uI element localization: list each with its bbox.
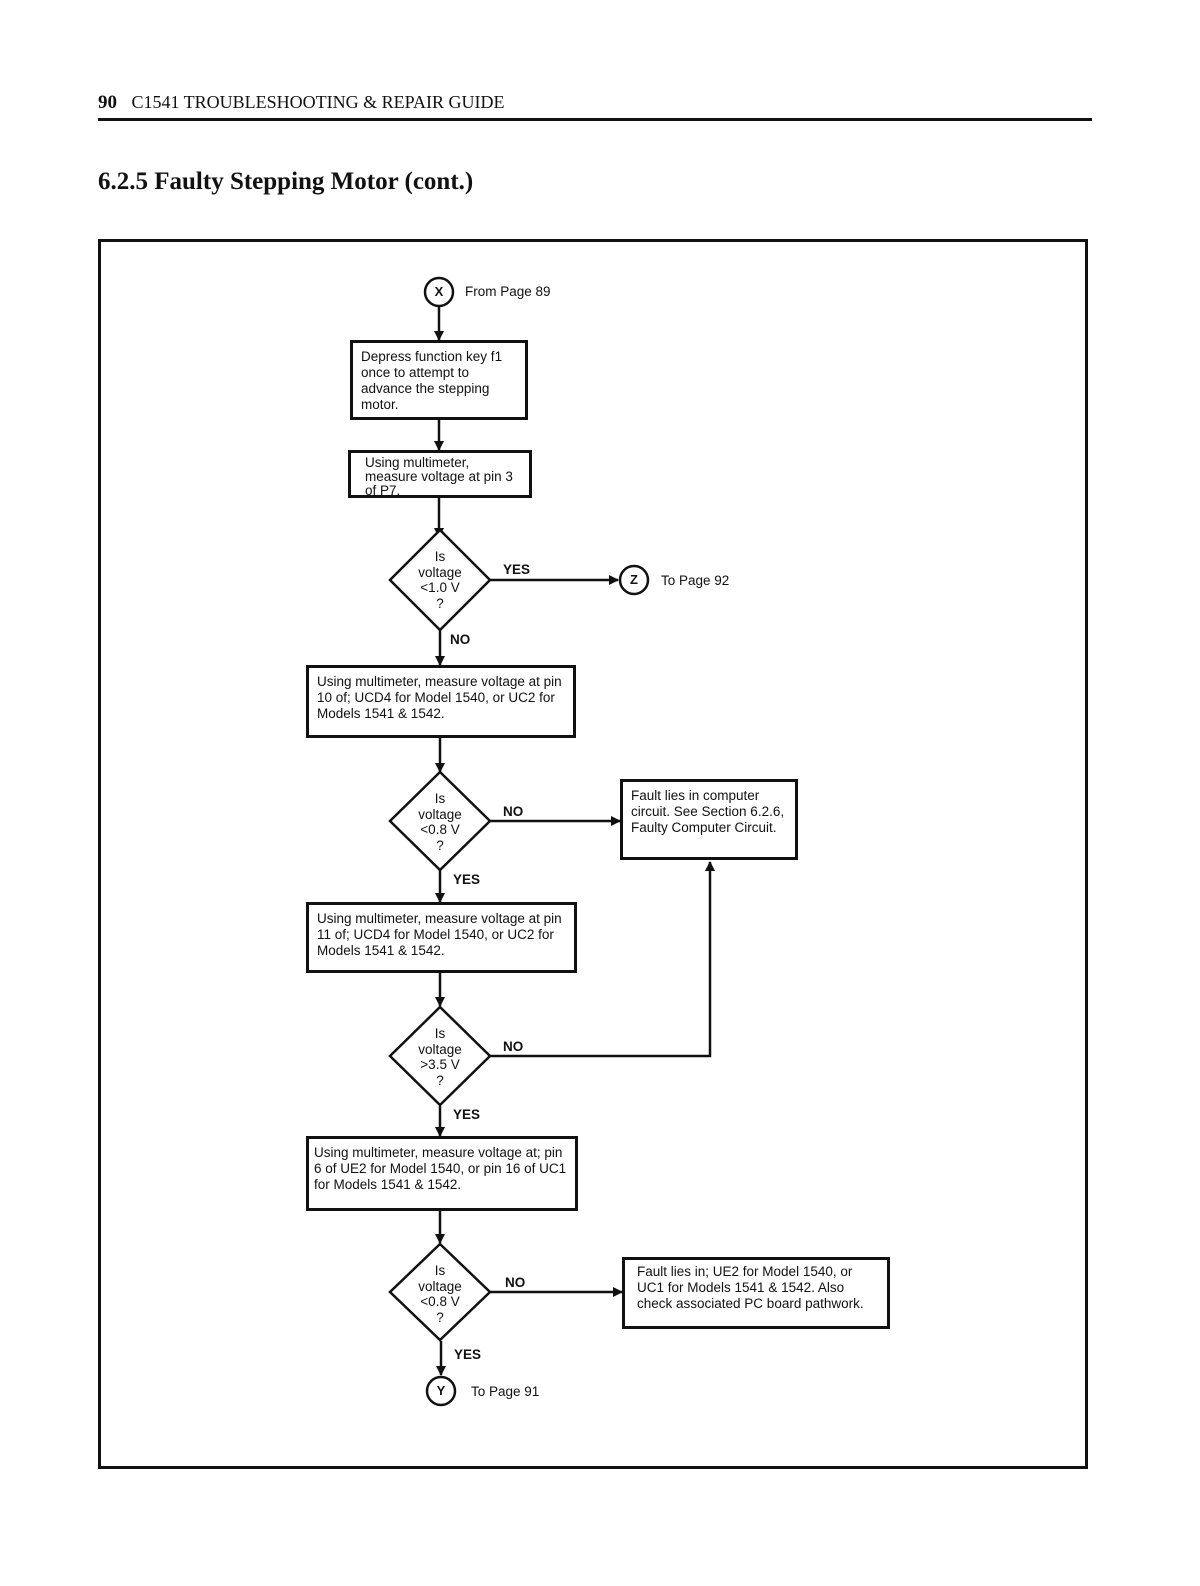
d3-no-label: NO (503, 1039, 524, 1054)
step-measure-pin11: Using multimeter, measure voltage at pin… (306, 902, 577, 973)
from-page-label: From Page 89 (465, 284, 551, 299)
decision-1-text: Is voltage <1.0 V ? (418, 549, 462, 611)
header-title: C1541 TROUBLESHOOTING & REPAIR GUIDE (131, 92, 505, 112)
decision-diamond-2 (388, 770, 492, 872)
fault-computer-circuit: Fault lies in computer circuit. See Sect… (620, 779, 798, 860)
page-header: 90 C1541 TROUBLESHOOTING & REPAIR GUIDE (98, 92, 1092, 121)
page-number: 90 (98, 92, 117, 113)
to-page-91-label: To Page 91 (471, 1384, 540, 1399)
decision-4-text: Is voltage <0.8 V ? (418, 1263, 462, 1325)
decision-diamond-4 (388, 1242, 492, 1342)
decision-3-text: Is voltage >3.5 V ? (418, 1026, 462, 1088)
fault-ue2-uc1: Fault lies in; UE2 for Model 1540, or UC… (622, 1257, 890, 1329)
step-measure-pin10: Using multimeter, measure voltage at pin… (306, 665, 576, 738)
d2-no-label: NO (503, 804, 524, 819)
step-depress-f1: Depress function key f1 once to attempt … (350, 340, 528, 420)
d1-no-label: NO (450, 632, 471, 647)
connector-z (618, 564, 650, 596)
step-measure-p7: Using multimeter, measure voltage at pin… (348, 450, 532, 498)
d1-yes-label: YES (503, 562, 531, 577)
decision-2-text: Is voltage <0.8 V ? (418, 791, 462, 853)
d2-yes-label: YES (453, 872, 481, 887)
flowchart-frame (98, 239, 1088, 1469)
d4-yes-label: YES (454, 1347, 482, 1362)
connector-x-letter: X (434, 284, 444, 299)
decision-diamond-1 (388, 528, 492, 632)
connector-y (425, 1375, 457, 1407)
d3-yes-label: YES (453, 1107, 481, 1122)
connector-z-letter: Z (630, 572, 638, 587)
step-measure-pin6: Using multimeter, measure voltage at; pi… (306, 1136, 578, 1211)
decision-diamond-3 (388, 1005, 492, 1107)
connector-y-letter: Y (436, 1383, 446, 1398)
section-title: 6.2.5 Faulty Stepping Motor (cont.) (98, 168, 474, 195)
d4-no-label: NO (505, 1275, 526, 1290)
to-page-92-label: To Page 92 (661, 573, 730, 588)
